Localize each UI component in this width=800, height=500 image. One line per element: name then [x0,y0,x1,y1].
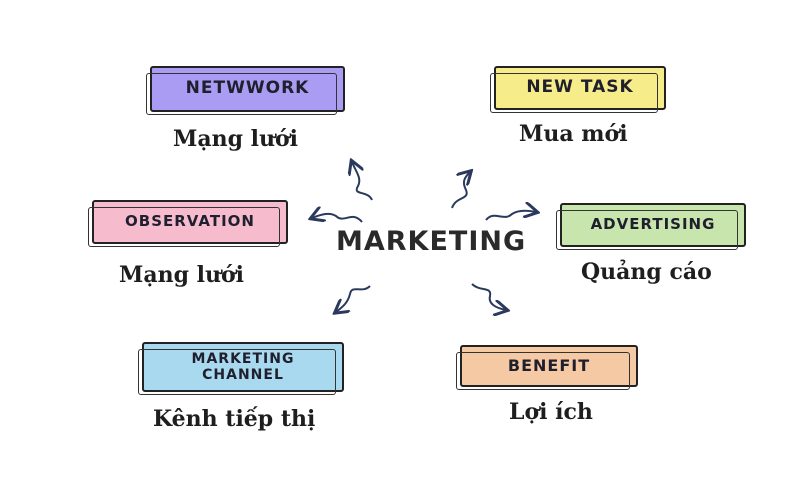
arrow-to-new-task-icon [451,172,470,209]
node-marketing-channel: MARKETING CHANNEL [138,342,344,395]
marketing-channel-label-line-2: CHANNEL [202,367,284,383]
center-topic-label: MARKETING [336,226,527,257]
marketing-channel-box: MARKETING CHANNEL [138,342,344,395]
arrow-to-benefit-icon [471,283,506,310]
node-benefit: BENEFIT [456,345,638,390]
node-advertising: ADVERTISING [556,203,746,250]
new-task-label: NEW TASK [526,77,634,98]
benefit-label: BENEFIT [507,355,591,375]
network-box: NETWWORK [146,66,345,115]
arrow-to-advertising-icon [485,211,536,221]
advertising-label: ADVERTISING [590,215,716,234]
arrow-to-marketing-channel-icon [336,285,371,312]
new-task-sublabel: Mua mới [519,121,628,147]
node-new-task: NEW TASK [490,66,666,113]
network-label: NETWWORK [185,78,310,99]
observation-box: OBSERVATION [88,200,288,247]
benefit-box: BENEFIT [456,345,638,390]
network-sublabel: Mạng lưới [173,126,299,152]
node-observation: OBSERVATION [88,200,288,247]
advertising-sublabel: Quảng cáo [581,259,712,285]
benefit-sublabel: Lợi ích [509,399,593,425]
advertising-box: ADVERTISING [556,203,746,250]
observation-label: OBSERVATION [125,212,255,231]
marketing-channel-sublabel: Kênh tiếp thị [153,406,316,432]
arrow-to-network-icon [352,162,373,201]
arrow-to-observation-icon [312,214,363,223]
marketing-channel-label: MARKETING CHANNEL [192,351,295,383]
new-task-box: NEW TASK [490,66,666,113]
marketing-channel-label-line-1: MARKETING [191,350,295,367]
node-network: NETWWORK [146,66,345,115]
observation-sublabel: Mạng lưới [119,262,245,288]
